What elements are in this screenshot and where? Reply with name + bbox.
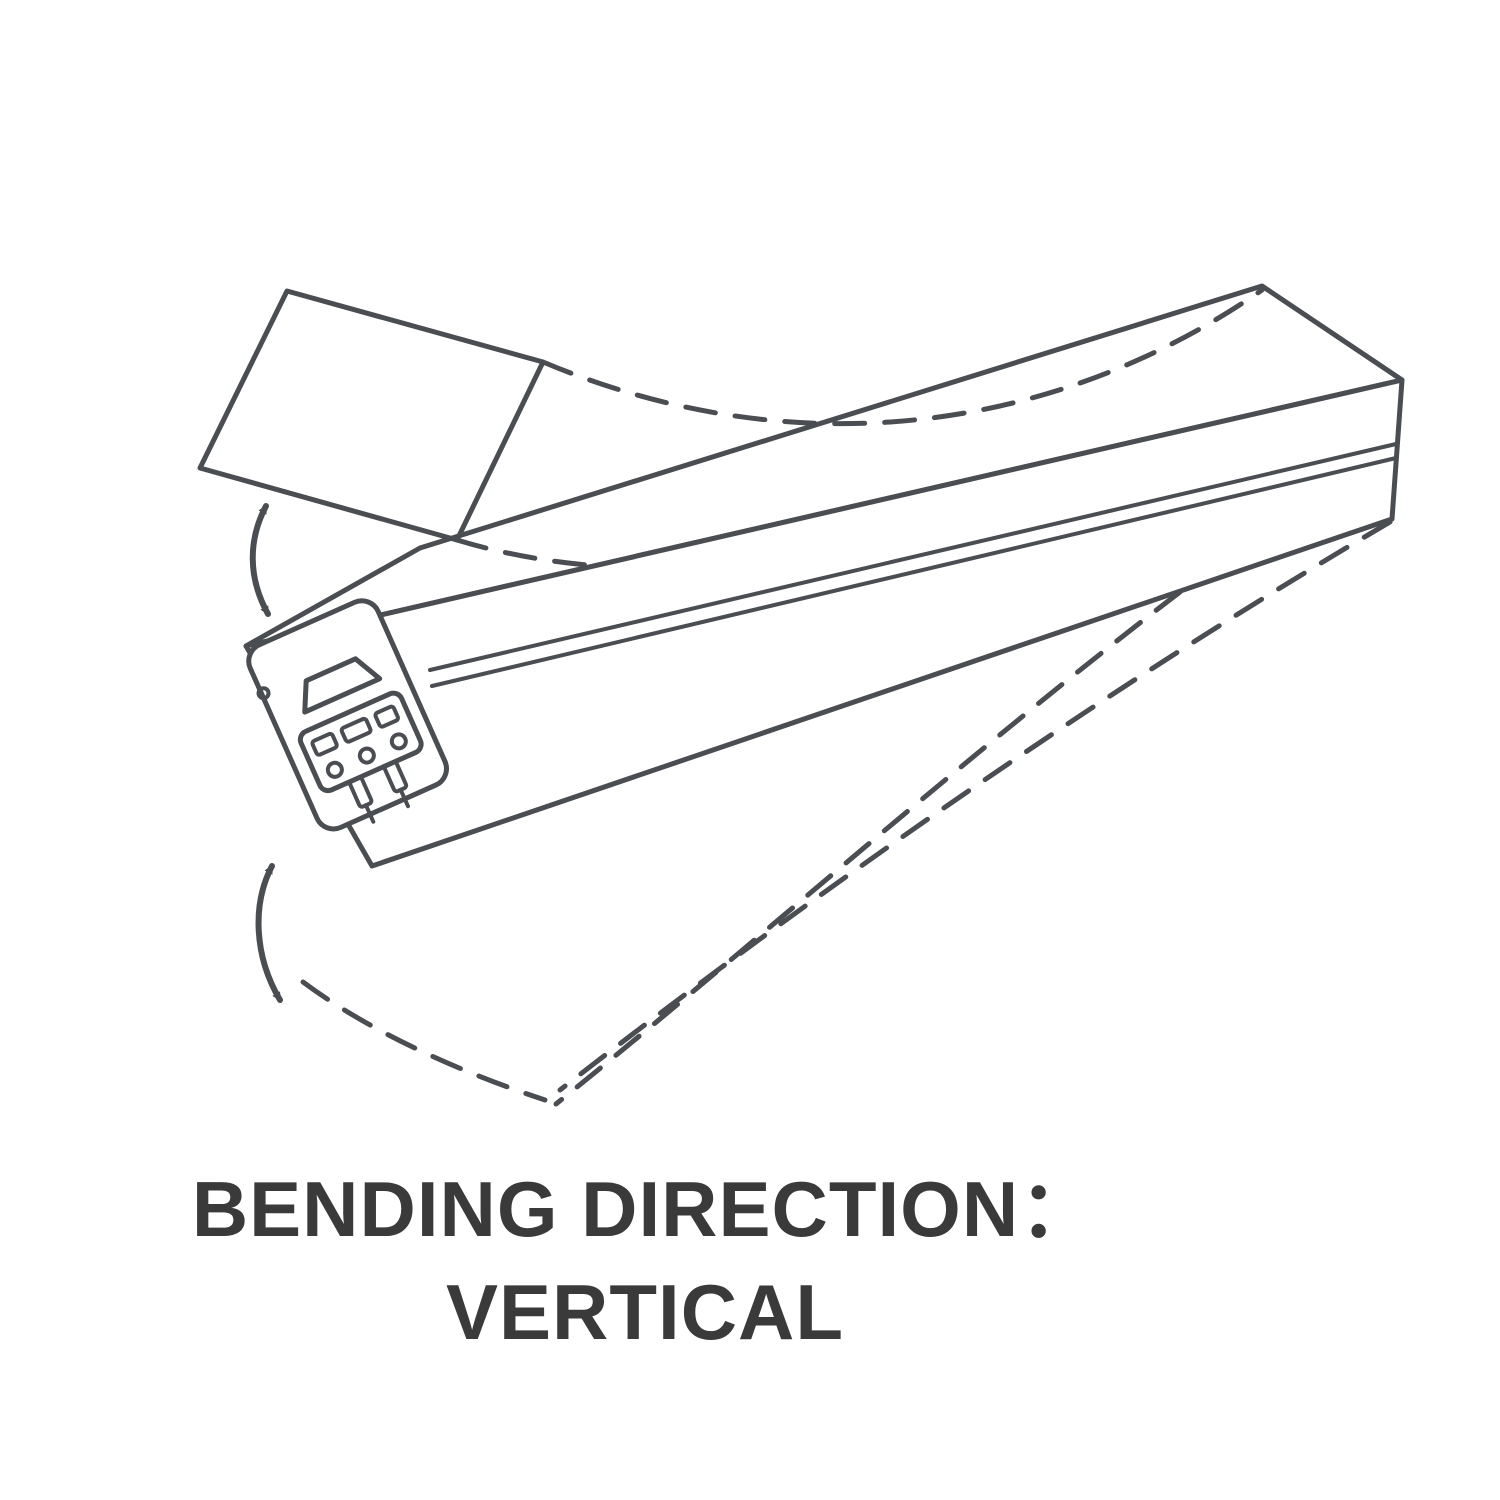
strip-end-cross-section	[246, 598, 449, 832]
bend-arrow-up	[249, 503, 271, 617]
bend-path-upper-back-edge	[540, 287, 1265, 427]
front-face-groove-line-2	[430, 456, 1398, 688]
caption-line-2: VERTICAL	[446, 1267, 844, 1356]
pcb-cross-section	[297, 690, 424, 794]
led-strip-body	[243, 283, 1405, 869]
pcb-pad-3	[389, 732, 408, 751]
bend-path-dashed-lower	[300, 519, 1393, 1107]
bend-path-lower-end-edge	[300, 979, 548, 1103]
caption-line-1: BENDING DIRECTION：	[191, 1165, 1099, 1253]
caption: BENDING DIRECTION： VERTICAL	[0, 1158, 1290, 1364]
bent-up-end-outline	[197, 288, 546, 543]
bend-arrow-down	[255, 863, 283, 1003]
wire-lead-2	[398, 787, 410, 809]
front-face-groove-line-1	[428, 442, 1398, 672]
led-chip-2	[339, 716, 373, 744]
lens-trapezoid	[302, 656, 383, 715]
bend-path-lower-front-edge	[557, 519, 1393, 1093]
pcb-pad-2	[357, 746, 376, 765]
led-chip-1	[310, 731, 339, 757]
led-chip-3	[373, 704, 400, 729]
cross-section-notch	[256, 686, 271, 701]
wire-lead-1	[363, 803, 376, 824]
bend-path-lower-back-edge	[553, 589, 1183, 1107]
pcb-pad-1	[325, 760, 344, 779]
